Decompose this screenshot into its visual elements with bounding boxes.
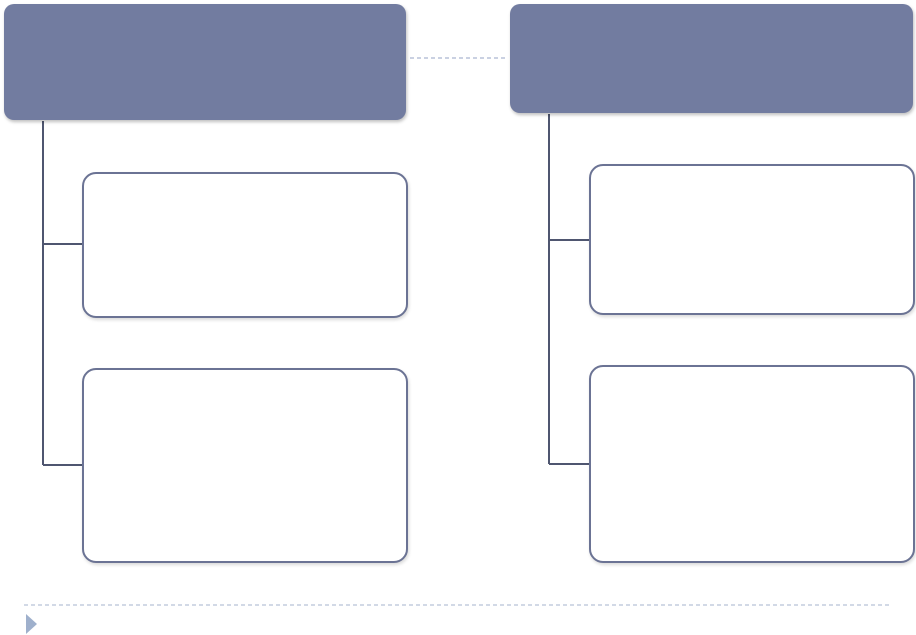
- left-child-box-2: [82, 368, 408, 563]
- triangle-right-icon: [26, 614, 37, 634]
- left-child-box-1: [82, 172, 408, 318]
- left-header-box: [4, 4, 406, 120]
- right-header-box: [510, 4, 913, 113]
- right-child-box-2: [589, 365, 915, 563]
- right-child-box-1: [589, 164, 915, 315]
